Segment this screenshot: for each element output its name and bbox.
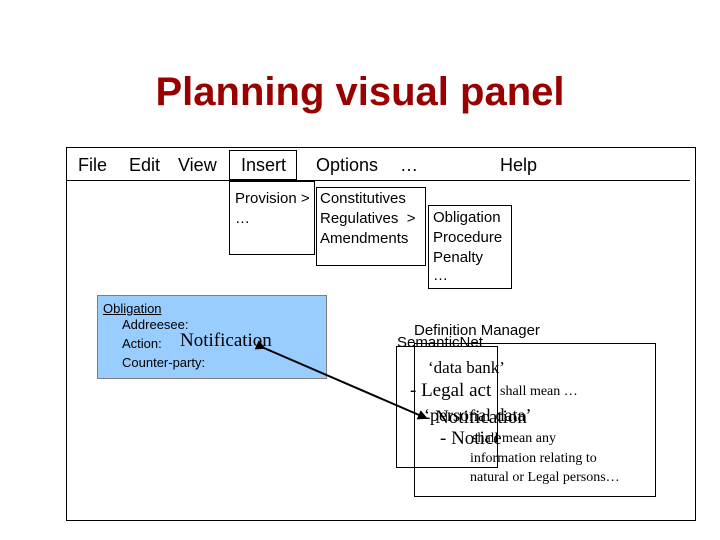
menu-options[interactable]: Options xyxy=(316,155,379,175)
submenu-item-more[interactable]: … xyxy=(235,210,250,227)
slide-title: Planning visual panel xyxy=(155,70,565,114)
legal-act-definition: shall mean … xyxy=(500,384,578,399)
insert-submenu xyxy=(229,181,315,255)
submenu-item-penalty[interactable]: Penalty xyxy=(433,249,484,266)
notification-term[interactable]: - Notification xyxy=(424,407,527,428)
data-bank-term[interactable]: ‘data bank’ xyxy=(428,358,505,377)
definition-line-2: information relating to xyxy=(470,451,597,466)
application-window xyxy=(66,147,696,521)
menu-more[interactable]: … xyxy=(400,155,418,175)
counterparty-label: Counter-party: xyxy=(122,355,206,370)
submenu-item-procedure[interactable]: Procedure xyxy=(433,229,503,246)
menu-file[interactable]: File xyxy=(78,155,108,175)
submenu-item-regulatives[interactable]: Regulatives > xyxy=(320,210,416,227)
submenu-item-amendments[interactable]: Amendments xyxy=(320,230,409,247)
action-label: Action: xyxy=(122,336,162,351)
definition-panel xyxy=(414,343,656,497)
submenu-item-provision[interactable]: Provision > xyxy=(235,190,310,207)
menu-bar-divider xyxy=(66,180,690,181)
personal-data-term[interactable]: ‘personal data’ xyxy=(424,405,532,425)
notice-term[interactable]: - Notice xyxy=(440,428,502,449)
menu-edit[interactable]: Edit xyxy=(129,155,161,175)
definition-line-1: shall mean any xyxy=(472,431,556,446)
menu-insert[interactable]: Insert xyxy=(241,155,287,175)
submenu-item-more-regulatives[interactable]: … xyxy=(433,267,448,284)
submenu-item-constitutives[interactable]: Constitutives xyxy=(320,190,406,207)
regulatives-submenu xyxy=(428,205,512,289)
arrow-line xyxy=(254,340,428,420)
definition-manager-title: Definition Manager xyxy=(414,322,540,339)
menu-view[interactable]: View xyxy=(178,155,217,175)
provision-submenu xyxy=(316,187,426,266)
action-value[interactable]: Notification xyxy=(180,330,272,351)
menu-insert-highlight xyxy=(229,150,297,180)
definition-line-3: natural or Legal persons… xyxy=(470,470,620,485)
menu-help[interactable]: Help xyxy=(500,155,538,175)
legal-act-term[interactable]: - Legal act xyxy=(410,380,492,401)
submenu-item-obligation[interactable]: Obligation xyxy=(433,209,501,226)
obligation-panel-title: Obligation xyxy=(103,301,162,316)
addressee-label: Addreesee: xyxy=(122,317,189,332)
